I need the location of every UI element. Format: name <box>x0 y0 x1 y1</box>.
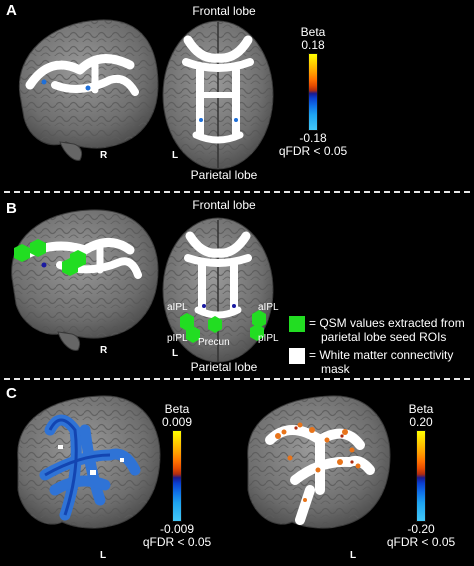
panel-b-side-seed-rois <box>14 239 86 276</box>
roi-label-precun: Precun <box>198 337 230 348</box>
legend-wm-line2: mask <box>321 362 350 376</box>
panel-a-top-l-label: L <box>172 150 179 161</box>
panel-c-right-l-label: L <box>350 550 357 561</box>
panel-c-left-l-label: L <box>100 550 107 561</box>
panel-c-right-colorbar <box>416 430 426 522</box>
panel-c-right-brain <box>247 395 391 529</box>
panel-a-colorbar-min: -0.18 <box>299 131 327 145</box>
panel-a-parietal-label: Parietal lobe <box>190 168 258 182</box>
panel-c-left-threshold: qFDR < 0.05 <box>142 535 212 549</box>
legend-wm-line1: = White matter connectivity <box>309 348 454 362</box>
panel-a-top-brain <box>162 20 274 170</box>
separator-bc <box>4 378 470 380</box>
panel-b-frontal-label: Frontal lobe <box>192 198 256 212</box>
panel-a-colorbar-title: Beta <box>300 25 326 39</box>
panel-b-side-r-label: R <box>100 345 108 356</box>
roi-label-pipl-left: pIPL <box>167 333 188 344</box>
panel-c-right-colorbar-max: 0.20 <box>409 415 433 429</box>
panel-c-left-colorbar-max: 0.009 <box>161 415 193 429</box>
panel-c-left-brain <box>17 395 161 529</box>
panel-a-colorbar-max: 0.18 <box>301 38 325 52</box>
roi-label-pipl-right: pIPL <box>258 333 279 344</box>
legend-qsm-line1: = QSM values extracted from <box>309 316 465 330</box>
panel-b-top-l-label: L <box>172 348 179 359</box>
legend-qsm-line2: parietal lobe seed ROIs <box>321 330 447 344</box>
panel-c-right-threshold: qFDR < 0.05 <box>386 535 456 549</box>
panel-letter-b: B <box>6 200 17 217</box>
panel-a-threshold: qFDR < 0.05 <box>278 144 348 158</box>
panel-c-left-colorbar <box>172 430 182 522</box>
panel-letter-a: A <box>6 2 17 19</box>
legend-wm-mask-swatch <box>289 348 305 364</box>
panel-b-top-brain <box>162 217 274 363</box>
panel-a-colorbar <box>308 53 318 131</box>
panel-c-left-colorbar-title: Beta <box>164 402 190 416</box>
panel-b-top-seed-rois <box>180 310 266 343</box>
roi-label-aipl-right: aIPL <box>258 302 279 313</box>
panel-c-right-colorbar-title: Beta <box>408 402 434 416</box>
roi-label-aipl-left: aIPL <box>167 302 188 313</box>
panel-c-left-colorbar-min: -0.009 <box>159 522 195 536</box>
panel-a-side-wm-mask <box>25 54 135 90</box>
panel-b-parietal-label: Parietal lobe <box>190 360 258 374</box>
panel-a-frontal-label: Frontal lobe <box>192 4 256 18</box>
separator-ab <box>4 191 470 193</box>
panel-c-right-wm-mask <box>265 425 375 525</box>
panel-c-right-effect-map <box>275 422 361 502</box>
panel-a-side-r-label: R <box>100 150 108 161</box>
legend-seed-roi-swatch <box>289 316 305 332</box>
panel-letter-c: C <box>6 385 17 402</box>
panel-b-side-brain <box>11 209 159 351</box>
panel-a-side-brain <box>18 19 159 161</box>
panel-c-right-colorbar-min: -0.20 <box>407 522 435 536</box>
